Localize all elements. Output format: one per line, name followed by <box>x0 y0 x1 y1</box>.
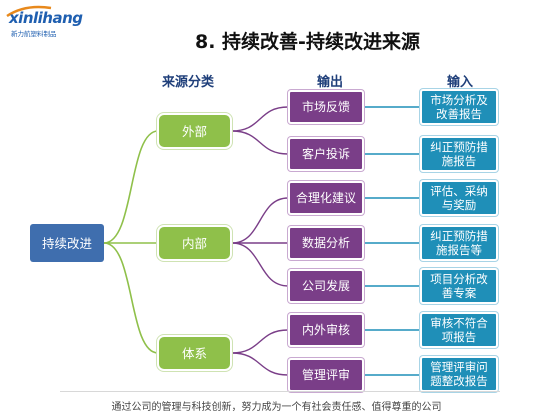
node-input-1-line1: 市场分析及 <box>430 93 488 107</box>
footer-divider <box>60 391 500 392</box>
node-output-audit: 内外审核 <box>288 313 364 347</box>
company-logo: xinlihang 新力航塑料制品 <box>5 4 85 40</box>
node-input-2-line2: 施报告 <box>441 154 477 168</box>
header-source: 来源分类 <box>161 75 214 90</box>
node-input-2: 纠正预防措施报告 <box>420 136 498 172</box>
logo-subtitle: 新力航塑料制品 <box>11 30 57 38</box>
node-output-customer-complaint: 客户投诉 <box>288 137 364 171</box>
node-input-3: 评估、采纳与奖励 <box>420 180 498 216</box>
node-input-5-line2: 善专案 <box>441 286 477 300</box>
node-input-2-line1: 纠正预防措 <box>430 140 488 154</box>
node-output-data-analysis: 数据分析 <box>288 226 364 260</box>
node-source-system: 体系 <box>157 335 232 371</box>
node-output-market-feedback: 市场反馈 <box>288 90 364 124</box>
node-input-6-line2: 项报告 <box>441 330 477 344</box>
node-input-6: 审核不符合项报告 <box>420 312 498 348</box>
logo-wordmark: xinlihang <box>9 9 83 27</box>
node-input-4-line2: 施报告等 <box>436 243 482 257</box>
node-input-5-line1: 项目分析改 <box>430 272 488 286</box>
header-output: 输出 <box>316 75 343 90</box>
node-input-4: 纠正预防措施报告等 <box>420 225 498 261</box>
node-input-1: 市场分析及改善报告 <box>420 89 498 125</box>
node-root: 持续改进 <box>30 224 104 262</box>
node-input-6-line1: 审核不符合 <box>430 316 488 330</box>
slide-title: 8. 持续改善-持续改进来源 <box>195 31 420 53</box>
node-input-7: 管理评审问题整改报告 <box>420 356 498 392</box>
logo-swoosh-icon <box>6 5 52 18</box>
node-input-4-line1: 纠正预防措 <box>430 229 488 243</box>
node-source-internal: 内部 <box>157 225 232 261</box>
node-input-5: 项目分析改善专案 <box>420 268 498 304</box>
node-input-3-line2: 与奖励 <box>441 198 477 212</box>
node-input-1-line2: 改善报告 <box>436 107 482 121</box>
node-output-management-review: 管理评审 <box>288 358 364 392</box>
node-input-3-line1: 评估、采纳 <box>430 184 488 198</box>
node-source-external: 外部 <box>157 113 232 149</box>
header-input: 输入 <box>446 75 473 90</box>
node-input-7-line1: 管理评审问 <box>430 360 488 374</box>
node-output-suggestion: 合理化建议 <box>288 181 364 215</box>
node-input-7-line2: 题整改报告 <box>430 374 488 388</box>
footer-slogan: 通过公司的管理与科技创新，努力成为一个有社会责任感、值得尊重的公司 <box>111 402 442 413</box>
node-output-company-development: 公司发展 <box>288 269 364 303</box>
